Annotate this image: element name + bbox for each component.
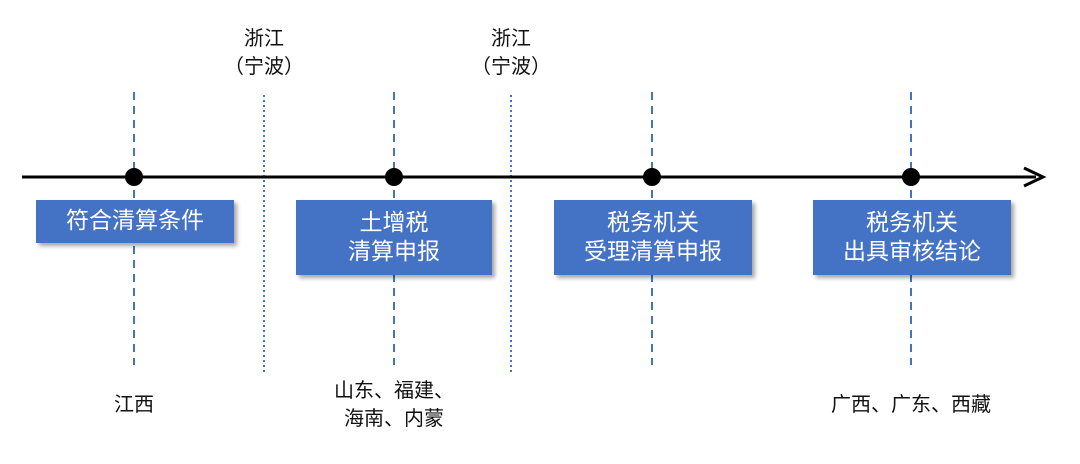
top-label-zhejiang-1-line-1: 浙江	[244, 26, 284, 50]
stage-box-2-line-1: 土增税	[359, 209, 429, 236]
stage-box-1: 符合清算条件	[36, 200, 234, 243]
stage-box-3: 税务机关 受理清算申报	[554, 200, 752, 275]
bottom-label-shandong-group-line-2: 海南、内蒙	[344, 406, 444, 430]
bottom-label-shandong-group: 山东、福建、 海南、内蒙	[314, 376, 474, 432]
stage-box-4-line-1: 税务机关	[866, 209, 958, 236]
bottom-label-shandong-group-line-1: 山东、福建、	[334, 378, 454, 402]
stage-box-2: 土增税 清算申报	[296, 200, 492, 275]
top-label-zhejiang-2-line-2: （宁波）	[471, 54, 551, 78]
stage-4-milestone-dot	[902, 168, 920, 186]
stage-3-milestone-dot	[643, 168, 661, 186]
stage-box-1-line-1: 符合清算条件	[66, 208, 204, 234]
bottom-label-guangxi-group: 广西、广东、西藏	[801, 390, 1021, 418]
top-label-zhejiang-1-line-2: （宁波）	[224, 54, 304, 78]
top-label-zhejiang-2: 浙江 （宁波）	[461, 24, 561, 80]
stage-box-4: 税务机关 出具审核结论	[813, 200, 1011, 275]
stage-box-3-line-1: 税务机关	[607, 209, 699, 236]
stage-box-4-line-2: 出具审核结论	[843, 238, 981, 265]
bottom-label-jiangxi: 江西	[84, 390, 184, 418]
bottom-label-jiangxi-line-1: 江西	[114, 392, 154, 416]
top-label-zhejiang-1: 浙江 （宁波）	[214, 24, 314, 80]
stage-2-milestone-dot	[385, 168, 403, 186]
stage-box-3-line-2: 受理清算申报	[584, 238, 722, 265]
bottom-label-guangxi-group-line-1: 广西、广东、西藏	[831, 392, 991, 416]
top-label-zhejiang-2-line-1: 浙江	[491, 26, 531, 50]
stage-1-milestone-dot	[125, 168, 143, 186]
timeline-arrow-head	[1023, 166, 1047, 188]
stage-box-2-line-2: 清算申报	[348, 238, 440, 265]
